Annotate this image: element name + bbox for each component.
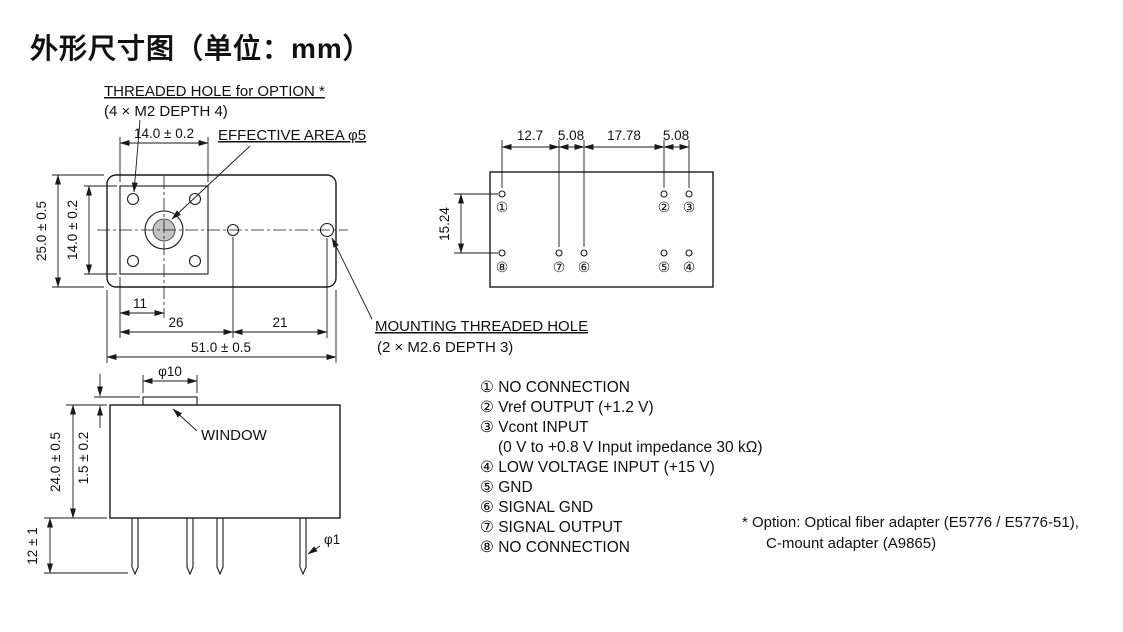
page-title: 外形尺寸图（单位：mm） xyxy=(30,32,372,64)
pin-list-item-3: ③ Vcont INPUT xyxy=(480,419,589,436)
dim-pin-length-text: 12 ± 1 xyxy=(25,527,40,564)
dim-hole-offset: 11 xyxy=(119,277,165,338)
dim-pitch-a-text: 12.7 xyxy=(517,128,543,143)
threaded-hole-bl xyxy=(126,254,140,268)
dim-pin-length: 12 ± 1 xyxy=(25,517,128,574)
window-leader xyxy=(172,408,198,432)
threaded-hole-tr xyxy=(188,192,202,206)
pin-1 xyxy=(498,190,506,198)
dim-row-spacing-text: 15.24 xyxy=(437,207,452,241)
side-pin-1 xyxy=(131,518,139,576)
bottom-view: 12.7 5.08 17.78 5.08 ① ② ③ ⑧ ⑦ ⑥ ⑤ ④ 15.… xyxy=(437,128,714,288)
front-body-outline xyxy=(106,174,337,288)
pin-6 xyxy=(580,249,588,257)
side-pin-4 xyxy=(299,518,307,576)
pin-list-item-7: ⑦ SIGNAL OUTPUT xyxy=(480,519,623,536)
dim-left-span-text: 26 xyxy=(168,315,183,330)
window-label-text: WINDOW xyxy=(201,427,268,444)
effective-area-label-text: EFFECTIVE AREA φ5 xyxy=(218,127,366,144)
threaded-hole-label: THREADED HOLE for OPTION * (4 × M2 DEPTH… xyxy=(104,83,325,193)
bottom-body-outline xyxy=(489,171,714,288)
side-body-outline xyxy=(109,404,341,519)
pin-4 xyxy=(685,249,693,257)
dim-pitch-c-text: 17.78 xyxy=(607,128,641,143)
pin-2-number: ② xyxy=(658,199,671,215)
window-label: WINDOW xyxy=(172,408,268,444)
pin-6-number: ⑥ xyxy=(578,259,591,275)
pin-5-number: ⑤ xyxy=(658,259,671,275)
pin-3-number: ③ xyxy=(683,199,696,215)
side-view: φ10 WINDOW 24.0 ± 0.5 1.5 ± 0.2 12 ± 1 xyxy=(25,364,341,576)
option-note-line1: * Option: Optical fiber adapter (E5776 /… xyxy=(742,514,1079,531)
front-view: 14.0 ± 0.2 THREADED HOLE for OPTION * (4… xyxy=(34,83,588,363)
pin-8 xyxy=(498,249,506,257)
pin-2 xyxy=(660,190,668,198)
pin-3 xyxy=(685,190,693,198)
dim-total-width-text: 51.0 ± 0.5 xyxy=(191,340,251,355)
dim-left-span: 26 xyxy=(119,237,234,338)
effective-area-leader xyxy=(171,145,251,220)
pin-8-number: ⑧ xyxy=(496,259,509,275)
pin-list-item-6: ⑥ SIGNAL GND xyxy=(480,499,593,516)
dim-pin-dia: φ1 xyxy=(307,532,340,555)
threaded-hole-br xyxy=(188,254,202,268)
pin-list-item-5: ⑤ GND xyxy=(480,479,533,496)
dim-row-spacing: 15.24 xyxy=(437,193,498,254)
dim-body-height-text: 24.0 ± 0.5 xyxy=(48,432,63,492)
window-bump xyxy=(142,396,198,406)
effective-area-label: EFFECTIVE AREA φ5 xyxy=(171,127,366,220)
dim-total-height: 25.0 ± 0.5 xyxy=(34,174,104,288)
dim-right-span-text: 21 xyxy=(272,315,287,330)
dim-window-dia-text: φ10 xyxy=(158,364,182,379)
pin-function-list: ① NO CONNECTION ② Vref OUTPUT (+1.2 V) ③… xyxy=(480,379,762,556)
dim-window-height: 1.5 ± 0.2 xyxy=(76,374,140,484)
pin-7-number: ⑦ xyxy=(553,259,566,275)
pin-7 xyxy=(555,249,563,257)
pin-list-item-1: ① NO CONNECTION xyxy=(480,379,630,396)
mounting-hole-label-line1: MOUNTING THREADED HOLE xyxy=(375,318,588,335)
pin-dia-leader xyxy=(307,545,321,555)
dim-pin-pitches: 12.7 5.08 17.78 5.08 xyxy=(501,128,690,150)
dim-flange-height-text: 14.0 ± 0.2 xyxy=(65,200,80,260)
pin-list-item-3-detail: (0 V to +0.8 V Input impedance 30 kΩ) xyxy=(498,439,762,456)
dim-right-span: 21 xyxy=(232,238,328,338)
dim-total-width: 51.0 ± 0.5 xyxy=(106,290,337,363)
dim-body-height: 24.0 ± 0.5 xyxy=(44,404,107,519)
side-pin-2 xyxy=(186,518,194,576)
dim-total-height-text: 25.0 ± 0.5 xyxy=(34,201,49,261)
threaded-hole-label-line2: (4 × M2 DEPTH 4) xyxy=(104,103,228,120)
option-note-line2: C-mount adapter (A9865) xyxy=(766,535,936,552)
dim-hole-offset-text: 11 xyxy=(133,296,147,311)
dim-flange-width: 14.0 ± 0.2 xyxy=(119,126,209,182)
threaded-hole-tl xyxy=(126,192,140,206)
option-note: * Option: Optical fiber adapter (E5776 /… xyxy=(742,514,1079,552)
side-pin-3 xyxy=(216,518,224,576)
pin-1-number: ① xyxy=(496,199,509,215)
dim-pin-dia-text: φ1 xyxy=(324,532,340,547)
pin-5 xyxy=(660,249,668,257)
threaded-hole-label-line1: THREADED HOLE for OPTION * xyxy=(104,83,325,100)
pin-list-item-2: ② Vref OUTPUT (+1.2 V) xyxy=(480,399,654,416)
mounting-hole-leader xyxy=(331,237,373,320)
pin-list-item-8: ⑧ NO CONNECTION xyxy=(480,539,630,556)
dim-window-dia: φ10 xyxy=(142,364,198,393)
mounting-hole-label: MOUNTING THREADED HOLE (2 × M2.6 DEPTH 3… xyxy=(331,237,588,356)
dim-pitch-b-text: 5.08 xyxy=(558,128,584,143)
dim-pitch-d-text: 5.08 xyxy=(663,128,689,143)
dim-window-height-text: 1.5 ± 0.2 xyxy=(76,432,91,484)
pin-4-number: ④ xyxy=(683,259,696,275)
dim-flange-width-text: 14.0 ± 0.2 xyxy=(134,126,194,141)
mounting-hole-label-line2: (2 × M2.6 DEPTH 3) xyxy=(377,339,513,356)
threaded-hole-leader xyxy=(131,119,141,193)
dim-flange-height: 14.0 ± 0.2 xyxy=(65,185,117,275)
pin-list-item-4: ④ LOW VOLTAGE INPUT (+15 V) xyxy=(480,459,715,476)
